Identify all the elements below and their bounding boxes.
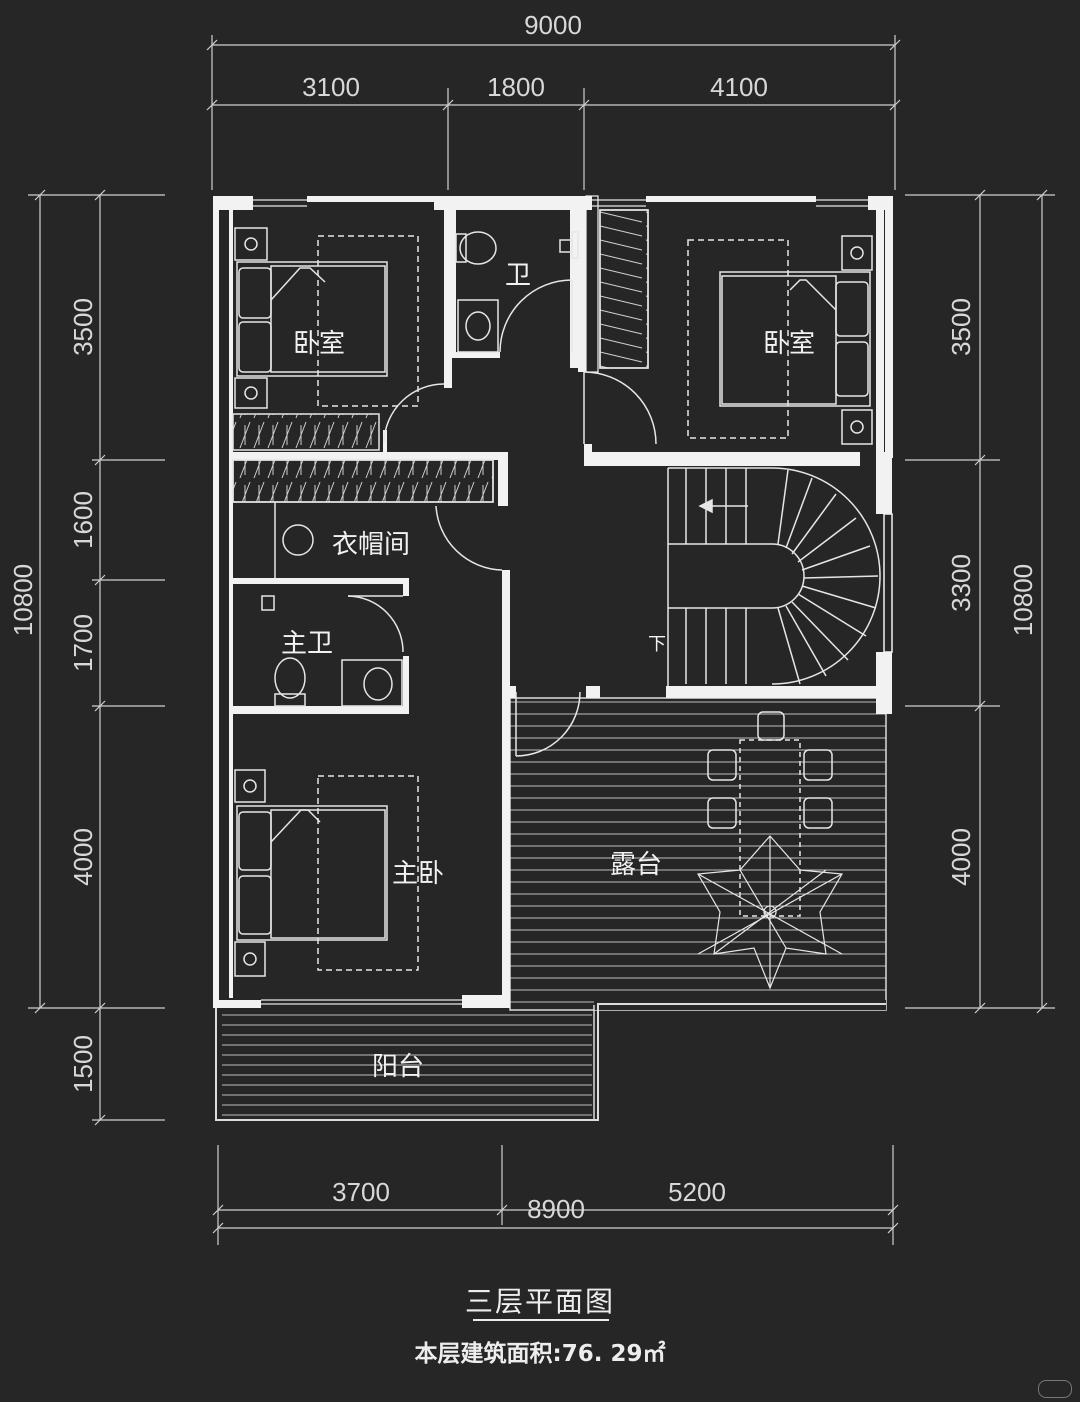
right-dim-seg-1: 3500 [946,298,976,356]
bottom-total-dim: 8900 [527,1194,585,1224]
label-cloakroom: 衣帽间 [332,530,410,560]
left-dim-seg-5: 1500 [68,1035,98,1093]
top-dim-seg-2: 1800 [487,72,545,102]
left-dim-seg-4: 4000 [68,828,98,886]
left-dimensions [28,189,165,1126]
label-balcony: 阳台 [372,1052,424,1082]
plan-title: 三层平面图 [464,1285,615,1318]
floor-area: 本层建筑面积:76. 29㎡ [414,1341,666,1367]
bottom-dim-seg-1: 3700 [332,1177,390,1207]
label-bathroom: 卫 [505,261,531,291]
right-total-dim: 10800 [1008,564,1038,636]
left-total-dim: 10800 [8,564,38,636]
left-dim-seg-3: 1700 [68,614,98,672]
walls [213,195,893,1008]
label-master-bath: 主卫 [281,629,333,659]
label-bedroom-left: 卧室 [293,329,345,359]
terrace-umbrella [697,835,843,990]
bathroom-fixtures [455,231,579,353]
master-bedroom-furniture [234,769,419,977]
left-dim-seg-2: 1600 [68,491,98,549]
right-dim-seg-3: 4000 [946,828,976,886]
balcony-decking [222,1010,592,1116]
label-bedroom-right: 卧室 [763,329,815,359]
master-bath-fixtures [261,595,404,707]
label-terrace: 露台 [610,850,662,880]
top-dim-seg-3: 4100 [710,72,768,102]
bottom-dim-seg-2: 5200 [668,1177,726,1207]
spiral-staircase [667,467,881,686]
windows [253,199,868,1005]
label-master-bedroom: 主卧 [392,859,444,889]
balcony-outline [215,1003,886,1121]
label-stair-down: 下 [648,634,666,655]
bottom-dimensions [212,1145,899,1245]
top-dim-seg-1: 3100 [302,72,360,102]
top-dimensions [206,35,901,190]
terrace-decking [510,698,886,1010]
top-total-dim: 9000 [524,10,582,40]
bedroom-left-furniture [232,227,419,451]
terrace-door [515,691,581,757]
title-underline [473,1319,609,1321]
cloakroom-furniture [232,459,503,578]
watermark-logo [1038,1380,1072,1398]
right-dim-seg-2: 3300 [946,554,976,612]
right-dimensions [905,189,1055,1014]
bedroom-right-furniture [383,209,873,445]
left-dim-seg-1: 3500 [68,298,98,356]
